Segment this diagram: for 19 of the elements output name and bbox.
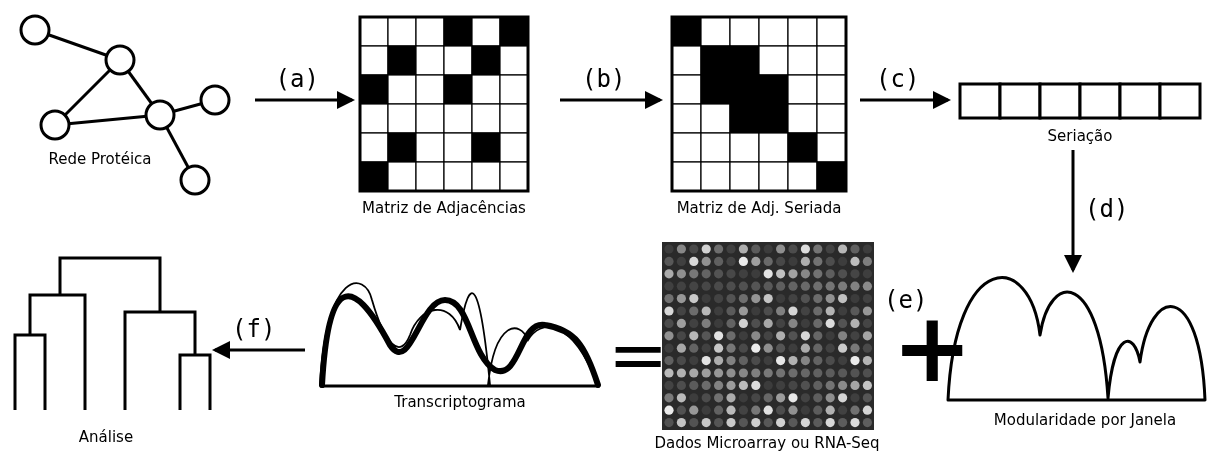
node-label: Análise	[78, 428, 134, 446]
node-label: Transcriptograma	[394, 393, 526, 411]
arrow	[860, 91, 951, 109]
arrow	[560, 91, 663, 109]
edge-label: (f)	[232, 316, 276, 342]
edge-label: (b)	[582, 66, 626, 92]
node-label: Rede Protéica	[48, 150, 152, 168]
equals-sign: =	[608, 318, 669, 390]
arrow	[212, 341, 305, 359]
edge-label: (a)	[275, 66, 319, 92]
node-label: Matriz de Adj. Seriada	[676, 199, 842, 217]
edge-label: (d)	[1085, 196, 1129, 222]
node-label: Seriação	[1047, 127, 1113, 145]
edge-label: (c)	[876, 66, 920, 92]
node-label: Matriz de Adjacências	[362, 199, 526, 217]
node-label: Dados Microarray ou RNA-Seq	[654, 434, 880, 452]
arrow	[1064, 150, 1082, 273]
node-label: Modularidade por Janela	[993, 411, 1177, 429]
arrow	[255, 91, 355, 109]
